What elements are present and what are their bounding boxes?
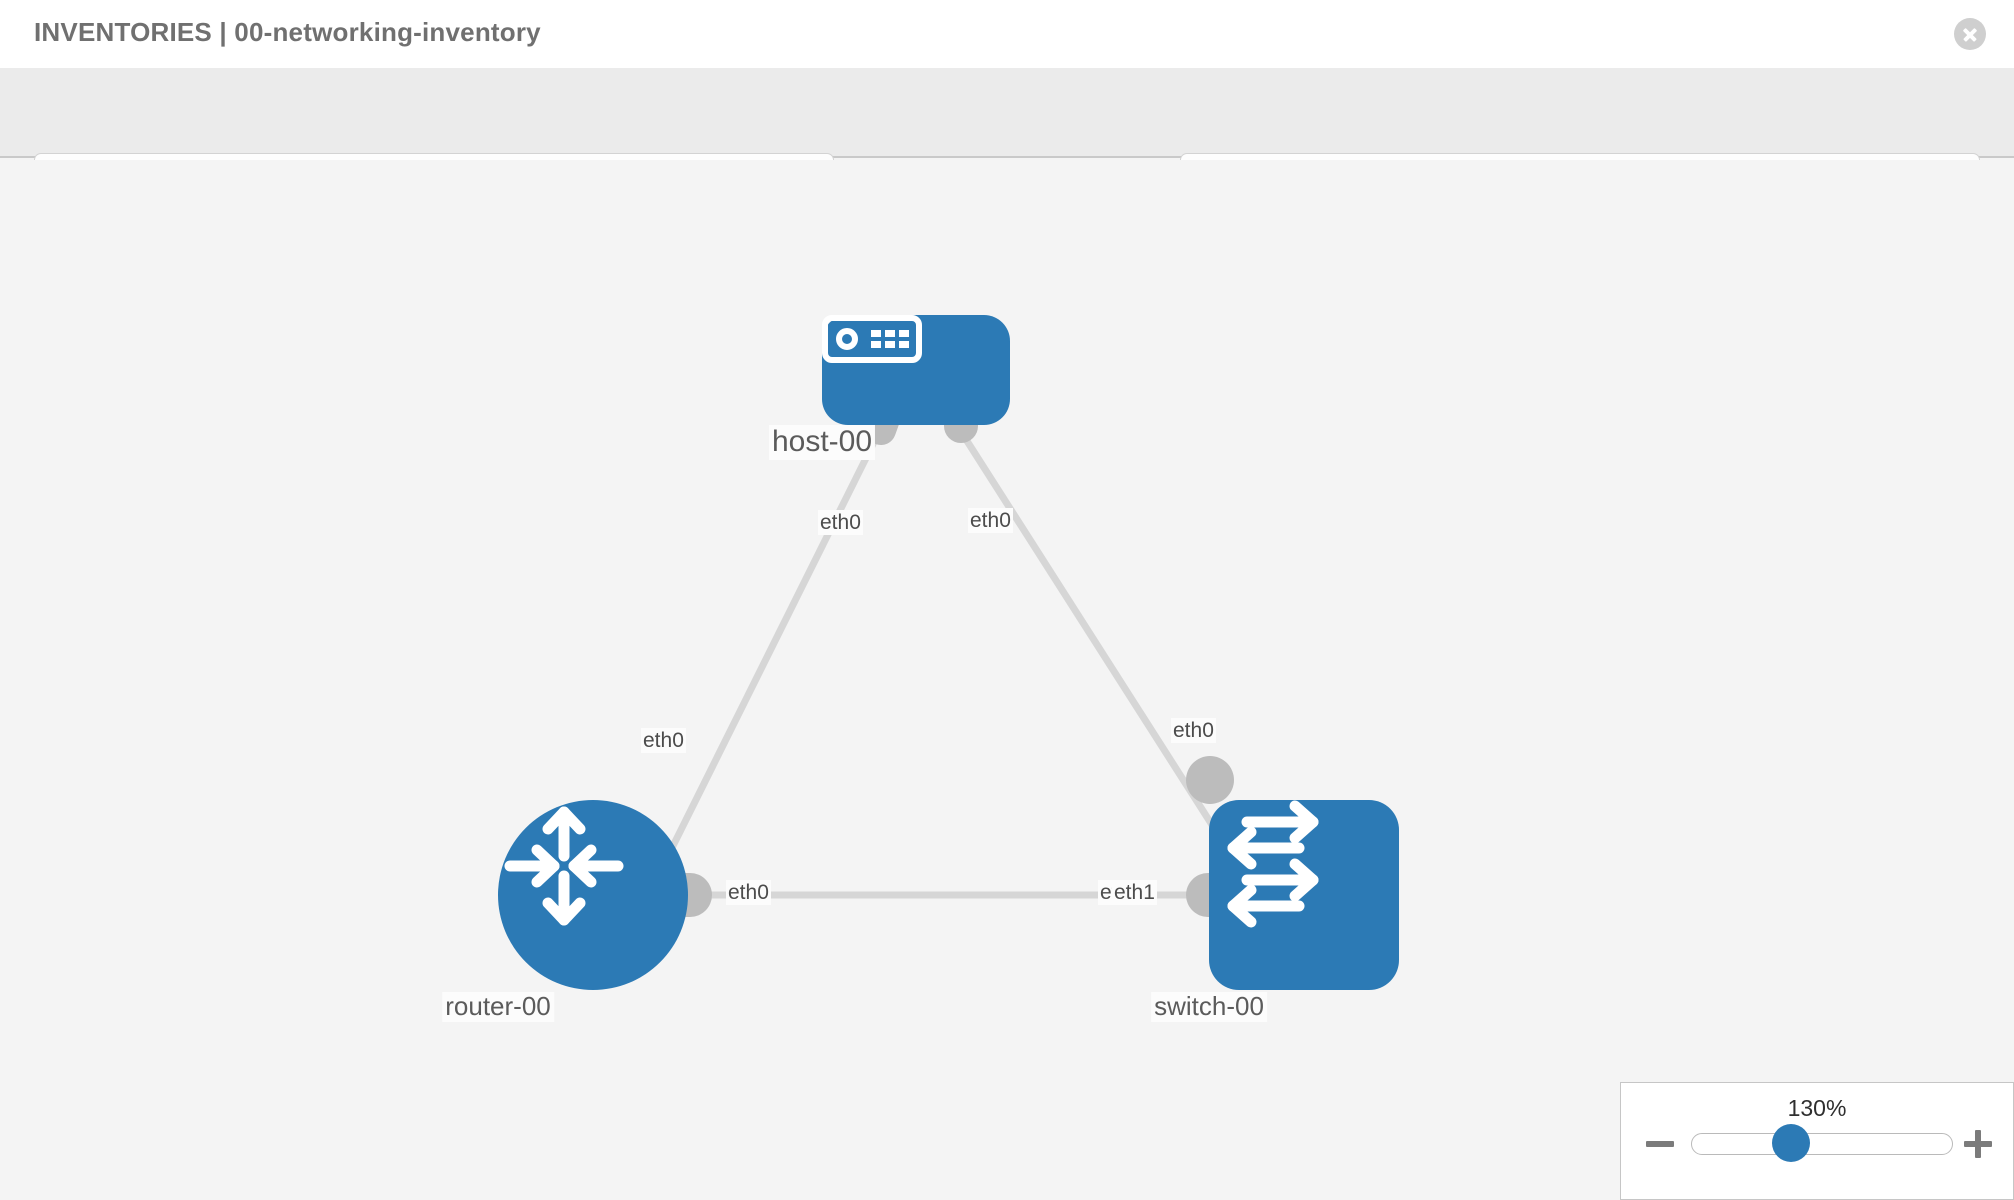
host-node-shape[interactable]	[822, 315, 1010, 425]
zoom-in-button[interactable]	[1961, 1127, 1995, 1161]
zoom-level-value: 130%	[1787, 1095, 1847, 1121]
topology-links	[656, 428, 1231, 899]
node-label-switch-00: switch-00	[1151, 991, 1267, 1022]
link-label-router-right: eth0	[726, 880, 771, 906]
zoom-control-panel: 130%	[1620, 1082, 2014, 1200]
switch-node-shape[interactable]	[1209, 800, 1399, 990]
zoom-slider-thumb[interactable]	[1772, 1124, 1810, 1162]
toolbar: ACTIONS SEARCH	[0, 68, 2014, 209]
zoom-slider-track[interactable]	[1691, 1133, 1953, 1155]
node-label-host-00: host-00	[768, 425, 876, 460]
link-label-switch-left: eth1	[1112, 880, 1157, 906]
router-icon	[504, 806, 624, 926]
header-bar: INVENTORIES | 00-networking-inventory	[0, 0, 2014, 68]
topology-canvas[interactable]: eth0 eth0 eth0 eth0 eth0 eth0 eth1 host	[0, 160, 2014, 1200]
port-switch-topleft[interactable]	[1186, 756, 1234, 804]
page-title: INVENTORIES | 00-networking-inventory	[34, 17, 541, 47]
router-node-shape[interactable]	[498, 800, 688, 990]
link-label-router-up: eth0	[641, 728, 686, 754]
server-icon	[822, 315, 922, 363]
link-host-switch	[957, 428, 1231, 852]
link-label-host-right: eth0	[968, 508, 1013, 534]
close-icon[interactable]	[1954, 18, 1986, 50]
switch-icon	[1227, 800, 1319, 928]
zoom-out-button[interactable]	[1643, 1127, 1677, 1161]
link-host-router	[656, 428, 884, 874]
node-label-router-00: router-00	[442, 991, 554, 1022]
link-label-switch-up: eth0	[1171, 718, 1216, 744]
link-label-host-left: eth0	[818, 510, 863, 536]
